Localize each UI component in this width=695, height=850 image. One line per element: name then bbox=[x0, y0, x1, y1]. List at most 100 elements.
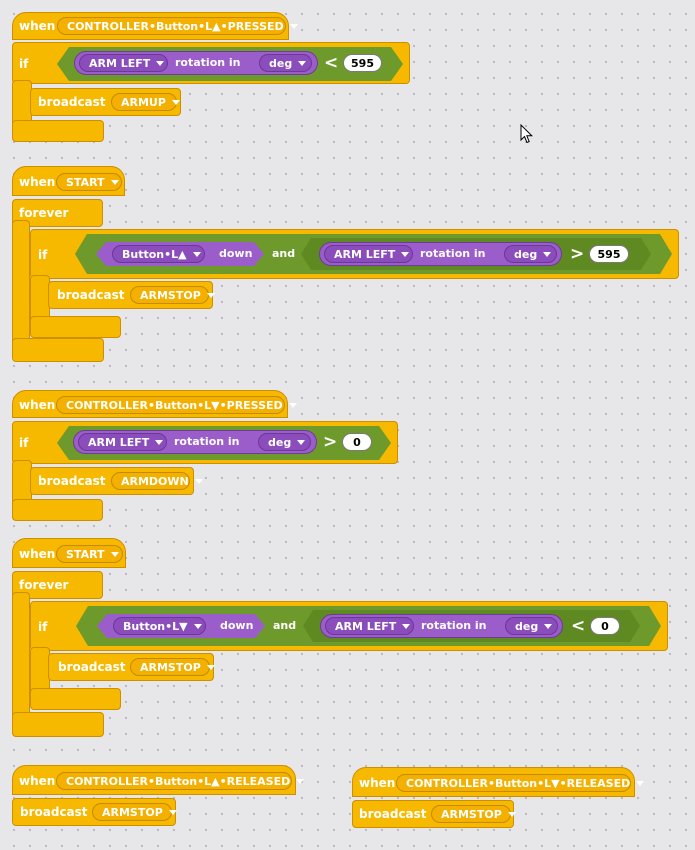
dropdown-arrow-icon bbox=[288, 402, 297, 408]
event-dropdown-value: CONTROLLER•Button•L▼•PRESSED bbox=[66, 398, 283, 412]
message-dropdown[interactable]: ARMSTOP bbox=[431, 805, 516, 823]
if-label: if bbox=[19, 57, 29, 71]
event-dropdown[interactable]: CONTROLLER•Button•L▲•PRESSED bbox=[57, 17, 298, 35]
event-dropdown-value: CONTROLLER•Button•L▲•PRESSED bbox=[67, 19, 284, 33]
broadcast-label: broadcast bbox=[38, 474, 106, 488]
dropdown-arrow-icon bbox=[544, 623, 553, 629]
unit-dropdown[interactable]: deg bbox=[504, 245, 557, 263]
motor-dropdown-value: ARM LEFT bbox=[335, 619, 397, 633]
event-dropdown-value: CONTROLLER•Button•L▲•RELEASED bbox=[66, 774, 291, 788]
dropdown-arrow-icon bbox=[194, 478, 203, 484]
message-dropdown-value: ARMSTOP bbox=[102, 805, 163, 819]
if-label: if bbox=[19, 436, 29, 450]
broadcast-label: broadcast bbox=[359, 807, 427, 821]
message-dropdown[interactable]: ARMUP bbox=[111, 93, 180, 111]
dropdown-arrow-icon bbox=[156, 60, 165, 66]
message-dropdown[interactable]: ARMSTOP bbox=[130, 658, 215, 676]
number-input[interactable]: 595 bbox=[589, 245, 629, 263]
broadcast-label: broadcast bbox=[38, 95, 106, 109]
message-dropdown[interactable]: ARMSTOP bbox=[130, 286, 215, 304]
message-dropdown-value: ARMDOWN bbox=[121, 474, 189, 488]
forever-arm bbox=[12, 220, 30, 346]
unit-dropdown[interactable]: deg bbox=[258, 433, 311, 451]
forever-bottom bbox=[12, 338, 104, 362]
rotation-in-label: rotation in bbox=[420, 247, 486, 260]
dropdown-arrow-icon bbox=[192, 251, 201, 257]
event-dropdown[interactable]: START bbox=[56, 545, 123, 563]
dropdown-arrow-icon bbox=[155, 439, 164, 445]
dropdown-arrow-icon bbox=[636, 780, 645, 786]
number-input[interactable]: 0 bbox=[342, 433, 372, 451]
rotation-in-label: rotation in bbox=[174, 435, 240, 448]
unit-dropdown[interactable]: deg bbox=[505, 617, 558, 635]
event-dropdown[interactable]: CONTROLLER•Button•L▼•RELEASED bbox=[396, 774, 645, 792]
dropdown-arrow-icon bbox=[401, 251, 410, 257]
when-label: when bbox=[19, 19, 56, 33]
message-dropdown[interactable]: ARMSTOP bbox=[92, 803, 177, 821]
broadcast-label: broadcast bbox=[58, 660, 126, 674]
broadcast-label: broadcast bbox=[20, 805, 88, 819]
dropdown-arrow-icon bbox=[206, 664, 215, 670]
when-label: when bbox=[19, 398, 56, 412]
message-dropdown-value: ARMSTOP bbox=[140, 288, 201, 302]
dropdown-arrow-icon bbox=[298, 60, 307, 66]
event-dropdown-value: START bbox=[66, 175, 105, 189]
button-dropdown[interactable]: Button•L▲ bbox=[112, 245, 205, 263]
mouse-cursor-icon bbox=[520, 123, 534, 148]
dropdown-arrow-icon bbox=[297, 439, 306, 445]
rotation-in-label: rotation in bbox=[175, 56, 241, 69]
when-label: when bbox=[19, 774, 56, 788]
message-dropdown-value: ARMSTOP bbox=[441, 807, 502, 821]
unit-dropdown-value: deg bbox=[268, 435, 292, 449]
forever-label: forever bbox=[19, 206, 69, 220]
and-label: and bbox=[273, 619, 297, 632]
and-label: and bbox=[272, 247, 296, 260]
event-dropdown[interactable]: CONTROLLER•Button•L▲•RELEASED bbox=[56, 772, 305, 790]
unit-dropdown-value: deg bbox=[514, 247, 538, 261]
event-dropdown-value: CONTROLLER•Button•L▼•RELEASED bbox=[406, 776, 631, 790]
motor-dropdown-value: ARM LEFT bbox=[89, 56, 151, 70]
motor-dropdown[interactable]: ARM LEFT bbox=[79, 54, 168, 72]
if-block-bottom bbox=[30, 688, 121, 710]
button-dropdown-value: Button•L▼ bbox=[123, 619, 188, 633]
if-block-bottom bbox=[12, 120, 104, 142]
unit-dropdown-value: deg bbox=[269, 56, 293, 70]
dropdown-arrow-icon bbox=[110, 179, 119, 185]
event-dropdown[interactable]: START bbox=[56, 173, 122, 191]
when-label: when bbox=[359, 776, 396, 790]
dropdown-arrow-icon bbox=[193, 623, 202, 629]
motor-dropdown[interactable]: ARM LEFT bbox=[325, 617, 414, 635]
down-label: down bbox=[220, 619, 254, 632]
dropdown-arrow-icon bbox=[206, 292, 215, 298]
rotation-in-label: rotation in bbox=[421, 619, 487, 632]
dropdown-arrow-icon bbox=[171, 99, 180, 105]
forever-label: forever bbox=[19, 578, 69, 592]
event-dropdown[interactable]: CONTROLLER•Button•L▼•PRESSED bbox=[56, 396, 297, 414]
operator-symbol: < bbox=[324, 53, 339, 73]
forever-arm bbox=[12, 592, 30, 722]
button-dropdown[interactable]: Button•L▼ bbox=[113, 617, 206, 635]
dropdown-arrow-icon bbox=[402, 623, 411, 629]
number-input[interactable]: 595 bbox=[343, 54, 382, 72]
button-dropdown-value: Button•L▲ bbox=[122, 247, 187, 261]
motor-dropdown-value: ARM LEFT bbox=[88, 435, 150, 449]
if-label: if bbox=[38, 620, 48, 634]
unit-dropdown-value: deg bbox=[515, 619, 539, 633]
number-input[interactable]: 0 bbox=[590, 617, 620, 635]
message-dropdown-value: ARMUP bbox=[121, 95, 166, 109]
motor-dropdown[interactable]: ARM LEFT bbox=[78, 433, 167, 451]
motor-dropdown-value: ARM LEFT bbox=[334, 247, 396, 261]
unit-dropdown[interactable]: deg bbox=[259, 54, 312, 72]
down-label: down bbox=[219, 247, 253, 260]
operator-symbol: > bbox=[570, 244, 585, 264]
message-dropdown[interactable]: ARMDOWN bbox=[111, 472, 203, 490]
message-dropdown-value: ARMSTOP bbox=[140, 660, 201, 674]
motor-dropdown[interactable]: ARM LEFT bbox=[324, 245, 413, 263]
if-block-bottom bbox=[30, 316, 121, 338]
broadcast-label: broadcast bbox=[57, 288, 125, 302]
operator-symbol: > bbox=[323, 432, 338, 452]
dropdown-arrow-icon bbox=[289, 23, 298, 29]
dropdown-arrow-icon bbox=[507, 811, 516, 817]
dropdown-arrow-icon bbox=[168, 809, 177, 815]
